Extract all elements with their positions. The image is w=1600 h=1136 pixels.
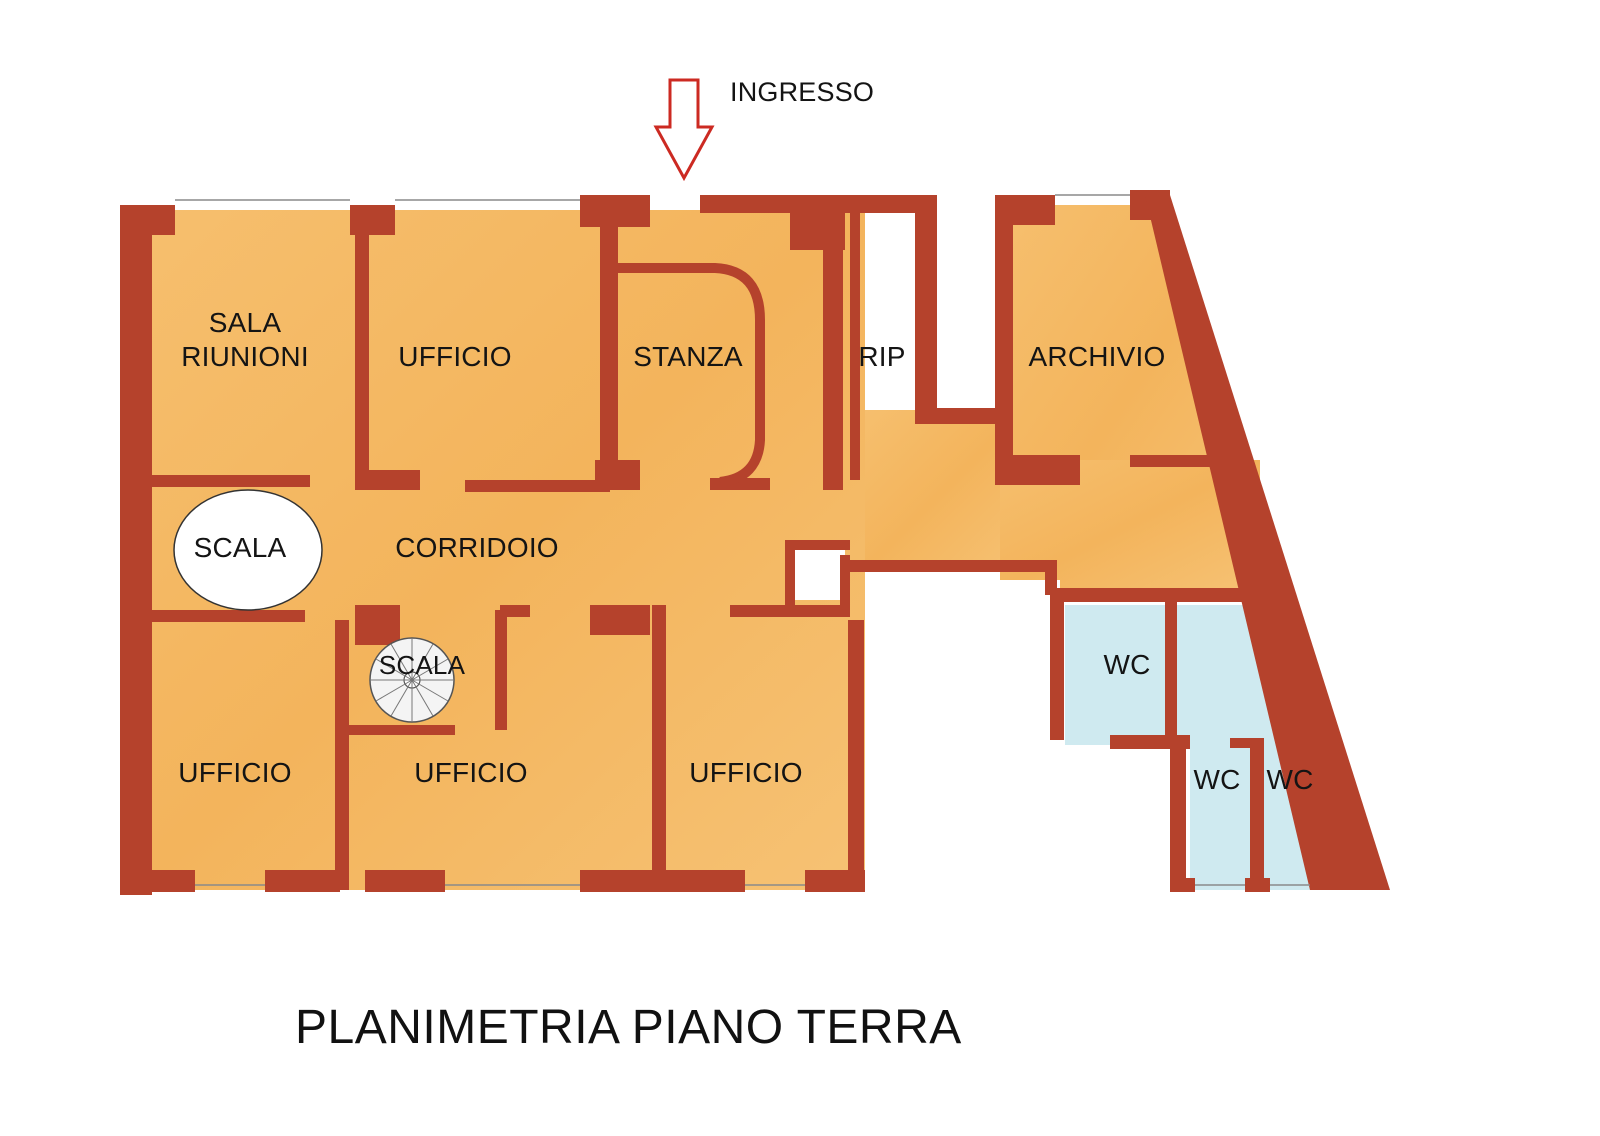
wall-north-east-b	[915, 195, 937, 420]
wall-center-se	[652, 605, 666, 890]
spiral-staircase	[369, 637, 455, 723]
room-label-archivio: ARCHIVIO	[1028, 341, 1166, 372]
entrance-label: INGRESSO	[730, 77, 875, 107]
wall-stanza-south-a	[595, 460, 640, 490]
wall-center-north-a	[355, 605, 400, 645]
wall-courtyard-east	[1045, 560, 1057, 595]
wall-wc-west	[1050, 600, 1064, 740]
room-label-scala-spiral: SCALA	[378, 650, 466, 680]
oval-staircase	[173, 489, 323, 611]
wall-center-north-b	[500, 605, 530, 617]
wall-stanza-curve	[618, 263, 765, 487]
wall-sw-center	[335, 620, 349, 890]
wall-south-4	[580, 870, 745, 892]
walls	[120, 190, 1390, 895]
wall-shaft-e	[840, 555, 850, 605]
wall-sala-south	[140, 475, 310, 487]
wall-se-east	[848, 620, 864, 890]
wall-east-diagonal	[1145, 195, 1390, 890]
wall-ufficio-south-a	[360, 470, 420, 490]
wall-rip-south	[915, 408, 1005, 424]
wall-archive-west	[995, 195, 1013, 485]
wall-north-1	[120, 205, 175, 235]
wall-wc-lower-south-a	[1170, 878, 1195, 892]
entrance-arrow-icon	[653, 78, 715, 182]
wall-south-2	[265, 870, 340, 892]
wall-wc-lower-south-b	[1245, 878, 1270, 892]
room-label-scala-oval: SCALA	[193, 532, 287, 563]
room-label-stanza: STANZA	[633, 341, 743, 372]
wall-shaft	[785, 540, 850, 550]
wall-rip-inner	[850, 210, 860, 480]
room-label-ufficio-bottom-center: UFFICIO	[414, 757, 528, 788]
wall-courtyard-north	[845, 560, 1055, 572]
wall-wc-top	[1050, 588, 1265, 602]
room-label-wc-lower-right: WC	[1266, 764, 1314, 795]
wall-archive-south-b	[1130, 455, 1220, 467]
wall-wc-lower-west	[1170, 740, 1186, 890]
wall-south-3	[365, 870, 445, 892]
wall-center-north-c	[590, 605, 650, 635]
room-label-corridoio: CORRIDOIO	[395, 532, 559, 563]
room-label-rip: RIP	[858, 341, 906, 372]
room-label-ufficio-top: UFFICIO	[398, 341, 512, 372]
wall-sw-north	[140, 610, 305, 622]
wall-west	[120, 205, 152, 895]
wall-ufficio-stanza	[600, 210, 618, 490]
wall-south-5	[805, 870, 865, 892]
wall-wc-lower-mid-top	[1230, 738, 1260, 748]
wall-se-north	[730, 605, 850, 617]
wall-stanza-rip	[823, 210, 843, 490]
courtyard	[865, 580, 1060, 895]
room-label-wc-upper: WC	[1103, 649, 1151, 680]
room-label-ufficio-bottom-left: UFFICIO	[178, 757, 292, 788]
wall-ufficio-south-b	[465, 480, 610, 492]
window-lines	[175, 194, 1310, 886]
wall-wc-mid	[1165, 600, 1177, 745]
room-label-sala-riunioni: SALA RIUNIONI	[181, 307, 309, 372]
room-label-ufficio-bottom-right: UFFICIO	[689, 757, 803, 788]
wall-spiral-east	[495, 610, 507, 730]
room-label-wc-lower-left: WC	[1193, 764, 1241, 795]
wall-sala-ufficio	[355, 210, 369, 490]
plan-title: PLANIMETRIA PIANO TERRA	[295, 1001, 962, 1054]
wall-archive-north	[995, 195, 1055, 225]
wall-spiral-south	[345, 725, 455, 735]
wall-archive-south-a	[1010, 455, 1080, 485]
wall-wc-lower-mid	[1250, 738, 1264, 888]
wall-shaft-w	[785, 540, 795, 605]
light-shaft	[795, 550, 845, 600]
wall-south-1	[120, 870, 195, 892]
